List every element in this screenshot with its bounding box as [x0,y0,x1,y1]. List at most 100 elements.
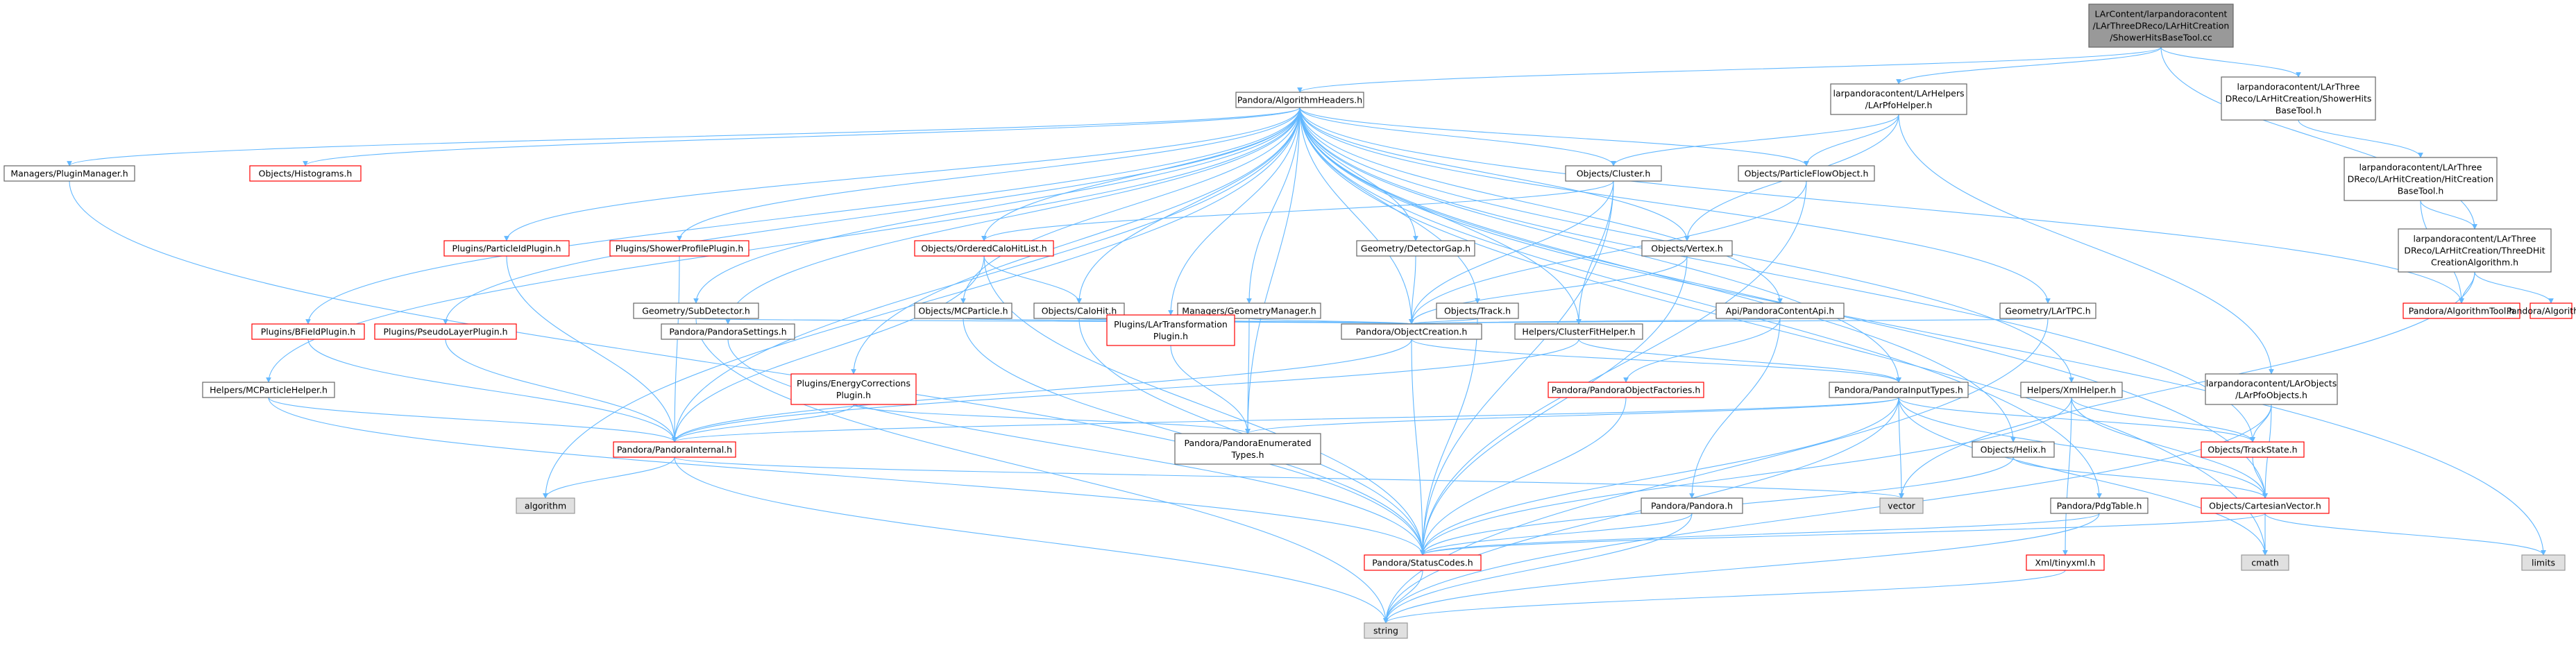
edge-pluginmgr-to-statuscodes [69,180,1425,556]
node-pandora-settings[interactable]: Pandora/PandoraSettings.h [661,323,795,340]
edge-xmlhelper-to-statuscodes [1420,397,2072,556]
node-label-line: Pandora/PandoraObjectFactories.h [1552,385,1701,395]
node-pandora-object-factories[interactable]: Pandora/PandoraObjectFactories.h [1548,382,1704,398]
edge-inputtypes-to-enumtypes [1245,397,1899,434]
edge-algheaders-to-pseudolayer [443,107,1300,325]
edge-orderedcalo-to-calohit [983,255,1082,304]
node-label-line: Plugins/EnergyCorrections [797,378,910,388]
edge-root-to-algheaders [1297,46,2162,93]
edge-layer [67,46,2554,624]
node-label-line: Objects/CaloHit.h [1042,306,1117,316]
node-cluster-fit-helper[interactable]: Helpers/ClusterFitHelper.h [1514,323,1643,340]
node-mc-particle-helper[interactable]: Helpers/MCParticleHelper.h [202,382,335,398]
node-pandora-input-types[interactable]: Pandora/PandoraInputTypes.h [1829,382,1969,398]
node-label-line: larpandoracontent/LArThree [2237,82,2360,92]
node-lar-tpc[interactable]: Geometry/LArTPC.h [1999,302,2096,319]
node-cluster[interactable]: Objects/Cluster.h [1565,165,1662,182]
node-pandora[interactable]: Pandora/Pandora.h [1641,497,1743,514]
node-label-line: Pandora/AlgorithmHeaders.h [1237,95,1362,105]
node-label-line: DReco/LArHitCreation/ShowerHits [2226,94,2372,104]
edge-bfield-to-internal [307,339,677,443]
node-mc-particle[interactable]: Objects/MCParticle.h [914,302,1012,319]
edge-algheaders-to-algtool [1299,107,2464,304]
edge-clusterfit-to-inputtypes [1578,339,1901,383]
node-label-line: Pandora/PandoraSettings.h [669,327,786,337]
node-label-line: algorithm [525,501,566,511]
node-std-vector[interactable]: vector [1879,497,1924,514]
node-object-creation[interactable]: Pandora/ObjectCreation.h [1341,323,1482,340]
edge-algheaders-to-showerprofile [677,107,1300,241]
edge-contentapi-to-pandorah [1689,318,1781,499]
edge-algheaders-to-limits [1299,107,2546,556]
edge-algheaders-to-bfield [305,107,1300,325]
node-histograms[interactable]: Objects/Histograms.h [249,165,362,182]
node-std-limits[interactable]: limits [2521,554,2566,571]
edge-cluster-to-objcreation [1409,180,1614,325]
node-label-line: Api/PandoraContentApi.h [1726,306,1835,316]
node-label-line: Pandora/StatusCodes.h [1372,558,1473,568]
node-label-line: Pandora/PandoraInternal.h [617,445,732,455]
edge-lartransform-to-enumtypes [1170,345,1251,434]
node-label-line: larpandoracontent/LArThree [2414,234,2536,244]
node-pandora-internal[interactable]: Pandora/PandoraInternal.h [613,441,736,458]
node-algorithm[interactable]: Pandora/Algorithm.h [2507,302,2576,319]
edge-vertex-to-statuscodes [1420,255,1688,556]
node-shower-hits-base-tool[interactable]: larpandoracontent/LArThreeDReco/LArHitCr… [2221,76,2376,121]
node-pseudo-layer-plugin[interactable]: Plugins/PseudoLayerPlugin.h [374,323,517,340]
node-xml-helper[interactable]: Helpers/XmlHelper.h [2020,382,2123,398]
edge-pidplugin-to-internal [506,255,677,443]
node-sub-detector[interactable]: Geometry/SubDetector.h [633,302,759,319]
node-hit-creation-base-tool[interactable]: larpandoracontent/LArThreeDReco/LArHitCr… [2344,157,2498,201]
node-shower-profile-plugin[interactable]: Plugins/ShowerProfilePlugin.h [609,240,749,257]
node-pandora-content-api[interactable]: Api/PandoraContentApi.h [1715,302,1845,319]
node-helix[interactable]: Objects/Helix.h [1972,441,2055,458]
edge-settings-to-statuscodes [727,339,1425,556]
node-particle-id-plugin[interactable]: Plugins/ParticleIdPlugin.h [443,240,570,257]
node-pdg-table[interactable]: Pandora/PdgTable.h [2050,497,2149,514]
node-cartesian-vector[interactable]: Objects/CartesianVector.h [2201,497,2330,514]
edge-mchelper-to-internal [268,397,677,443]
edge-internal-to-string [674,456,1389,624]
edge-root-to-showerhits [2160,46,2301,78]
node-label-line: Plugins/ParticleIdPlugin.h [452,244,561,254]
edge-pfo-to-objcreation [1409,180,1807,325]
node-std-cmath[interactable]: cmath [2241,554,2289,571]
edge-inputtypes-to-internal [672,397,1899,443]
node-algorithm-headers[interactable]: Pandora/AlgorithmHeaders.h [1235,92,1364,108]
edge-inputtypes-to-trackstate [1898,397,2255,443]
node-label-line: Objects/Histograms.h [259,169,353,179]
node-std-algorithm[interactable]: algorithm [516,497,575,514]
node-plugin-manager[interactable]: Managers/PluginManager.h [3,165,135,182]
node-ordered-calo-hit-list[interactable]: Objects/OrderedCaloHitList.h [914,240,1054,257]
node-three-d-hit-creation-algorithm[interactable]: larpandoracontent/LArThreeDReco/LArHitCr… [2398,228,2552,273]
node-lar-pfo-objects[interactable]: larpandoracontent/LArObjects/LArPfoObjec… [2205,373,2338,405]
node-detector-gap[interactable]: Geometry/DetectorGap.h [1356,240,1475,257]
node-label-line: Xml/tinyxml.h [2035,558,2095,568]
node-label-line: Objects/CartesianVector.h [2209,501,2321,511]
node-track[interactable]: Objects/Track.h [1436,302,1519,319]
node-root-file[interactable]: LArContent/larpandoracontent/LArThreeDRe… [2088,3,2234,48]
edge-subdetector-to-string [695,318,1389,624]
node-calo-hit[interactable]: Objects/CaloHit.h [1033,302,1125,319]
node-label-line: Helpers/XmlHelper.h [2027,385,2116,395]
edge-algheaders-to-histograms [303,107,1300,166]
node-algorithm-tool[interactable]: Pandora/AlgorithmTool.h [2403,302,2520,319]
node-vertex[interactable]: Objects/Vertex.h [1641,240,1733,257]
node-label-line: Objects/Vertex.h [1651,244,1723,254]
edge-calohit-to-objcreation [1078,318,1414,325]
node-label-line: Plugins/LArTransformation [1114,319,1228,330]
node-tinyxml[interactable]: Xml/tinyxml.h [2026,554,2105,571]
node-lar-pfo-helper[interactable]: larpandoracontent/LArHelpers/LArPfoHelpe… [1830,83,1967,115]
node-particle-flow-object[interactable]: Objects/ParticleFlowObject.h [1738,165,1875,182]
node-label-line: Pandora/PdgTable.h [2057,501,2142,511]
node-std-string[interactable]: string [1364,622,1408,639]
node-status-codes[interactable]: Pandora/StatusCodes.h [1364,554,1482,571]
node-bfield-plugin[interactable]: Plugins/BFieldPlugin.h [251,323,365,340]
node-track-state[interactable]: Objects/TrackState.h [2201,441,2305,458]
edge-subdetector-to-objcreation [695,318,1413,325]
node-label-line: Pandora/PandoraEnumerated [1184,438,1311,448]
node-label-line: Objects/Helix.h [1981,445,2047,455]
